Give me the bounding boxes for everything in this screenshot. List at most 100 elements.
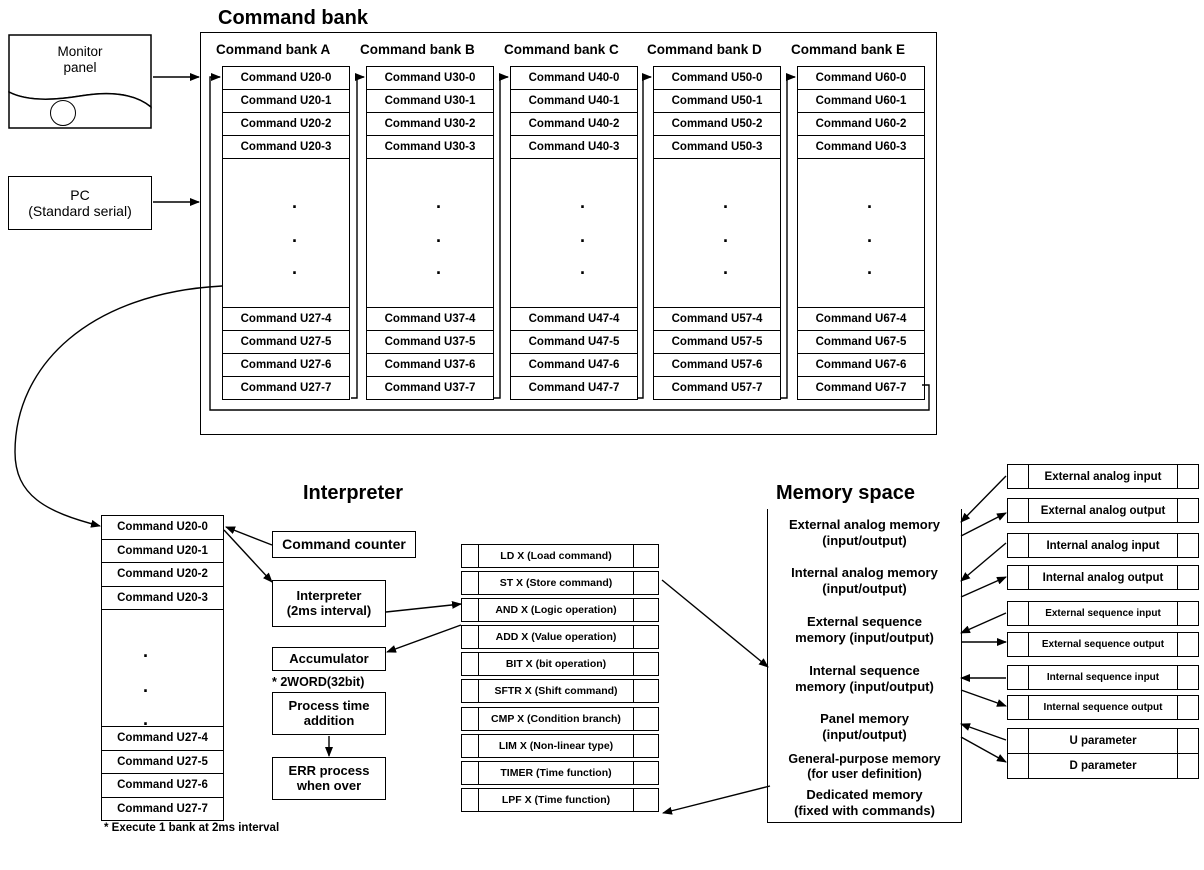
command-counter: Command counter <box>272 531 416 558</box>
instruction-box: TIMER (Time function) <box>461 761 659 785</box>
command-cell: Command U60-1 <box>797 89 925 113</box>
pc-label: PC (Standard serial) <box>28 186 132 219</box>
io-right-cell <box>1177 754 1198 778</box>
instruction-box: LIM X (Non-linear type) <box>461 734 659 758</box>
command-cell: Command U67-5 <box>797 330 925 354</box>
interpreter-box: Interpreter (2ms interval) <box>272 580 386 627</box>
ellipsis-dot: . <box>436 258 442 278</box>
ellipsis-dot: . <box>436 226 442 246</box>
instruction-label: SFTR X (Shift command) <box>494 685 618 697</box>
command-cell: Command U47-7 <box>510 376 638 400</box>
instruction-left-cell <box>462 626 479 648</box>
ellipsis-dot: . <box>723 192 729 212</box>
command-cell: Command U27-6 <box>222 353 350 377</box>
io-left-cell <box>1008 696 1029 719</box>
bank-header: Command bank B <box>360 42 475 57</box>
detail-command-cell: Command U20-1 <box>101 538 224 563</box>
ellipsis-dot: . <box>723 226 729 246</box>
io-signal-label: U parameter <box>1069 735 1137 747</box>
instruction-box: LD X (Load command) <box>461 544 659 568</box>
bank-header: Command bank A <box>216 42 331 57</box>
bank-header: Command bank C <box>504 42 619 57</box>
command-cell: Command U60-0 <box>797 66 925 90</box>
memory-region: External analog memory (input/output) <box>767 509 962 557</box>
accumulator-note: * 2WORD(32bit) <box>272 675 365 689</box>
instruction-label: ADD X (Value operation) <box>495 631 617 643</box>
command-cell: Command U67-6 <box>797 353 925 377</box>
command-cell: Command U37-5 <box>366 330 494 354</box>
command-cell: Command U50-3 <box>653 135 781 159</box>
detail-command-cell: Command U20-2 <box>101 562 224 587</box>
monitor-panel: Monitor panel <box>8 34 152 129</box>
instruction-right-cell <box>633 789 658 811</box>
instruction-box: SFTR X (Shift command) <box>461 679 659 703</box>
io-left-cell <box>1008 666 1029 689</box>
io-right-cell <box>1177 499 1198 522</box>
command-cell: Command U40-2 <box>510 112 638 136</box>
command-cell: Command U67-4 <box>797 307 925 331</box>
instruction-box: ST X (Store command) <box>461 571 659 595</box>
command-cell: Command U20-0 <box>222 66 350 90</box>
ellipsis-dot: . <box>292 258 298 278</box>
io-signal-label: Internal sequence input <box>1046 672 1160 683</box>
instruction-left-cell <box>462 599 479 621</box>
instruction-left-cell <box>462 708 479 730</box>
instruction-box: LPF X (Time function) <box>461 788 659 812</box>
command-cell: Command U57-6 <box>653 353 781 377</box>
command-cell: Command U60-2 <box>797 112 925 136</box>
io-signal-box: Internal sequence output <box>1007 695 1199 720</box>
command-cell: Command U30-3 <box>366 135 494 159</box>
instruction-left-cell <box>462 789 479 811</box>
command-cell: Command U27-7 <box>222 376 350 400</box>
monitor-panel-knob <box>50 100 76 126</box>
instruction-label: AND X (Logic operation) <box>495 604 617 616</box>
detail-command-cell: Command U27-6 <box>101 773 224 798</box>
bank-header: Command bank E <box>791 42 906 57</box>
instruction-right-cell <box>633 653 658 675</box>
io-right-cell <box>1177 696 1198 719</box>
command-bank-frame <box>200 32 937 435</box>
memory-region: Internal sequence memory (input/output) <box>767 654 962 704</box>
io-signal-box: External sequence input <box>1007 601 1199 626</box>
io-left-cell <box>1008 499 1029 522</box>
command-cell: Command U50-0 <box>653 66 781 90</box>
command-cell: Command U27-4 <box>222 307 350 331</box>
instruction-box: ADD X (Value operation) <box>461 625 659 649</box>
io-signal-box: External analog output <box>1007 498 1199 523</box>
instruction-right-cell <box>633 762 658 784</box>
instruction-box: CMP X (Condition branch) <box>461 707 659 731</box>
instruction-label: LD X (Load command) <box>500 550 612 562</box>
io-left-cell <box>1008 534 1029 557</box>
accumulator: Accumulator <box>272 647 386 671</box>
io-right-cell <box>1177 729 1198 753</box>
command-cell: Command U30-0 <box>366 66 494 90</box>
detail-command-cell: Command U27-5 <box>101 749 224 774</box>
err-process: ERR process when over <box>272 757 386 800</box>
instruction-left-cell <box>462 735 479 757</box>
ellipsis-dot: . <box>867 226 873 246</box>
io-right-cell <box>1177 666 1198 689</box>
io-signal-label: Internal analog output <box>1042 571 1164 584</box>
io-left-cell <box>1008 633 1029 656</box>
instruction-label: LIM X (Non-linear type) <box>498 740 614 752</box>
io-signal-label: External analog input <box>1044 470 1162 483</box>
instruction-right-cell <box>633 708 658 730</box>
io-right-cell <box>1177 602 1198 625</box>
io-signal-label: Internal analog input <box>1046 539 1160 552</box>
command-cell: Command U50-1 <box>653 89 781 113</box>
command-cell: Command U20-3 <box>222 135 350 159</box>
instruction-box: BIT X (bit operation) <box>461 652 659 676</box>
command-cell: Command U60-3 <box>797 135 925 159</box>
command-cell: Command U27-5 <box>222 330 350 354</box>
command-cell: Command U40-0 <box>510 66 638 90</box>
instruction-left-cell <box>462 680 479 702</box>
io-left-cell <box>1008 465 1029 488</box>
io-signal-label: External sequence output <box>1041 639 1165 650</box>
ellipsis-dot: . <box>143 709 149 729</box>
io-right-cell <box>1177 465 1198 488</box>
instruction-right-cell <box>633 735 658 757</box>
io-signal-box: External sequence output <box>1007 632 1199 657</box>
io-signal-box: Internal analog output <box>1007 565 1199 590</box>
ellipsis-dot: . <box>436 192 442 212</box>
instruction-left-cell <box>462 762 479 784</box>
